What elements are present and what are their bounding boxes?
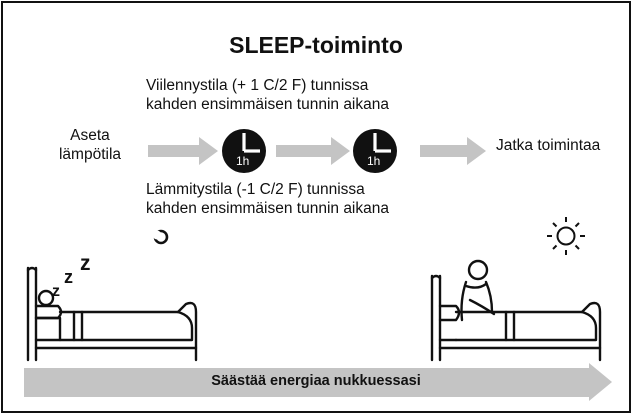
set-temperature-line-1: Aseta — [70, 127, 110, 144]
moon-icon — [152, 229, 169, 245]
sun-icon — [547, 217, 585, 255]
set-temperature-line-2: lämpötila — [58, 146, 122, 163]
cooling-line-2: kahden ensimmäisen tunnin aikana — [146, 96, 389, 113]
flow-arrow-1 — [148, 137, 218, 165]
snore-z-2: z — [64, 267, 73, 287]
clock-2-duration-label: 1h — [367, 154, 381, 168]
awake-person-bed-icon — [430, 259, 602, 362]
continue-operation-label: Jatka toimintaa — [496, 137, 601, 154]
snore-z-3: z — [80, 252, 91, 275]
diagram-title: SLEEP-toiminto — [229, 32, 403, 58]
cooling-line-1: Viilennystila (+ 1 C/2 F) tunnissa — [146, 77, 369, 94]
heating-line-2: kahden ensimmäisen tunnin aikana — [146, 200, 389, 217]
heating-line-1: Lämmitystila (-1 C/2 F) tunnissa — [146, 181, 365, 198]
energy-saving-arrow — [24, 363, 612, 401]
flow-arrow-3 — [420, 137, 486, 165]
snore-z-1: z — [52, 283, 60, 300]
energy-saving-label: Säästää energiaa nukkuessasi — [211, 373, 421, 389]
clock-icon — [353, 129, 397, 173]
clock-1-duration-label: 1h — [236, 154, 250, 168]
sleeping-person-bed-icon — [26, 266, 198, 362]
flow-arrow-2 — [276, 137, 350, 165]
clock-icon — [222, 129, 266, 173]
